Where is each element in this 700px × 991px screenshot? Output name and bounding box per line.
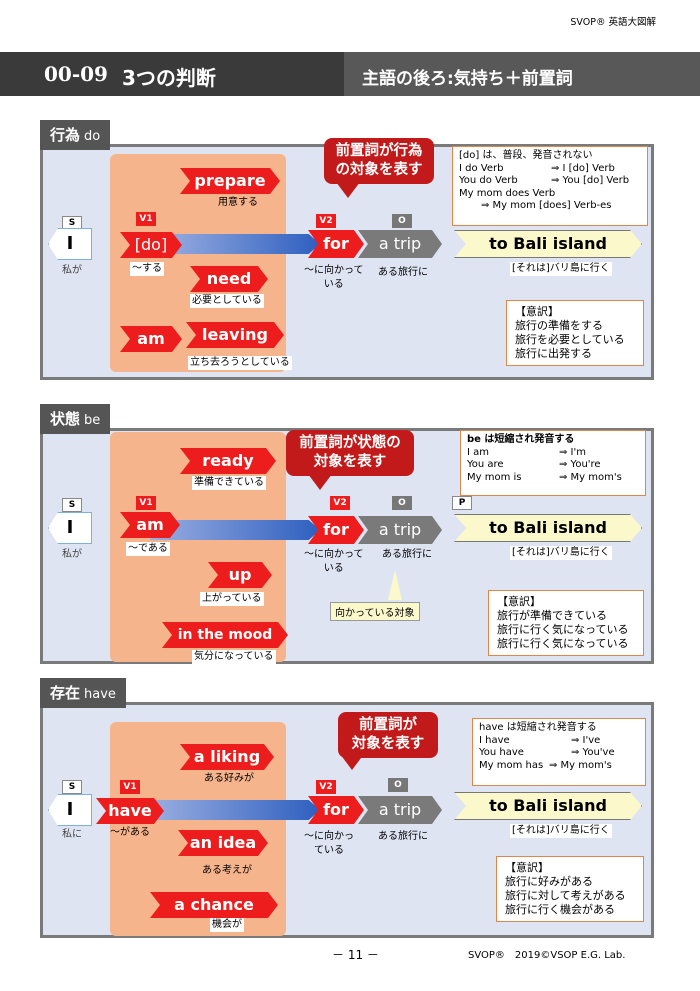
label-v1: V1 — [136, 496, 156, 510]
option-prepare: prepare — [180, 168, 280, 194]
callout-tail — [308, 474, 332, 490]
lesson-title: 3つの判断 — [122, 66, 216, 90]
callout: 前置詞が状態の 対象を表す — [286, 430, 414, 476]
flow-arrow — [150, 520, 320, 540]
subject: I — [48, 794, 92, 826]
callout-tail — [336, 182, 360, 198]
option-in-the-mood: in the mood — [162, 622, 288, 648]
option-prepare-jp: 用意する — [218, 197, 258, 208]
option-leaving: leaving — [186, 322, 284, 348]
callout: 前置詞が行為 の対象を表す — [324, 138, 434, 184]
subject-jp: 私が — [62, 549, 82, 560]
meaning-box: 【意訳】 旅行が準備できている 旅行に行く気になっている 旅行に行く気になってい… — [488, 590, 644, 656]
label-s: S — [62, 498, 82, 512]
destination: to Bali island — [454, 230, 642, 258]
option-up-jp: 上がっている — [200, 592, 264, 606]
verb-do: [do] — [120, 232, 182, 258]
destination-jp: [それは]バリ島に行く — [510, 262, 612, 276]
copyright: SVOP® 2019©VSOP E.G. Lab. — [468, 950, 626, 961]
label-s: S — [62, 780, 82, 794]
label-p: P — [452, 496, 472, 510]
subject-jp: 私が — [62, 265, 82, 276]
lesson-subtitle: 主語の後ろ:気持ち＋前置詞 — [362, 69, 573, 89]
callout: 前置詞が 対象を表す — [338, 712, 438, 758]
object-trip: a trip — [358, 516, 442, 544]
verb-jp: 〜する — [130, 262, 164, 276]
option-need: need — [190, 266, 268, 292]
option-need-jp: 必要としている — [190, 294, 264, 308]
verb-jp: 〜である — [126, 542, 170, 556]
prep-jp: 〜に向かって いる — [304, 549, 364, 574]
pronunciation-note: be は短縮され発音する I am⇒ I'm You are⇒ You're M… — [460, 430, 646, 496]
meaning-box: 【意訳】 旅行の準備をする 旅行を必要としている 旅行に出発する — [506, 300, 644, 366]
flow-arrow — [150, 800, 320, 820]
meaning-box: 【意訳】 旅行に好みがある 旅行に対して考えがある 旅行に行く機会がある — [496, 856, 644, 922]
object-jp: ある旅行に — [378, 267, 428, 278]
label-v1: V1 — [120, 780, 140, 794]
object-trip: a trip — [358, 796, 442, 824]
option-an-idea-jp: ある考えが — [202, 865, 252, 876]
label-v2: V2 — [316, 780, 336, 794]
destination-jp: [それは]バリ島に行く — [510, 824, 612, 838]
pronunciation-note: [do] は、普段、発音されない I do Verb⇒ I [do] Verb … — [452, 146, 648, 226]
am-label: am — [120, 326, 182, 352]
flow-arrow — [160, 234, 320, 254]
option-a-chance: a chance — [150, 892, 278, 918]
object-jp: ある旅行に — [382, 549, 432, 560]
destination-jp: [それは]バリ島に行く — [510, 546, 612, 560]
lesson-code: 00-09 — [44, 62, 108, 86]
option-ready-jp: 準備できている — [192, 476, 266, 490]
prep-jp: 〜に向かっ ている — [304, 831, 354, 856]
option-leaving-jp: 立ち去ろうとしている — [188, 356, 292, 370]
destination: to Bali island — [454, 514, 642, 542]
object-jp: ある旅行に — [378, 831, 428, 842]
option-in-the-mood-jp: 気分になっている — [192, 650, 276, 664]
brand-label: SVOP® 英語大図解 — [570, 17, 656, 28]
title-banner: 00-09 3つの判断 主語の後ろ:気持ち＋前置詞 — [0, 52, 700, 96]
pronunciation-note: have は短縮され発音する I have⇒ I've You have⇒ Yo… — [472, 718, 646, 786]
option-an-idea: an idea — [178, 830, 268, 856]
target-note: 向かっている対象 — [330, 602, 420, 621]
label-o: O — [388, 778, 408, 792]
option-a-liking: a liking — [180, 744, 274, 770]
option-a-chance-jp: 機会が — [210, 918, 244, 932]
label-v1: V1 — [136, 212, 156, 226]
subject-jp: 私に — [62, 829, 82, 840]
option-a-liking-jp: ある好みが — [204, 773, 254, 784]
subject: I — [48, 228, 92, 260]
verb-have: have — [96, 798, 164, 824]
label-s: S — [62, 216, 82, 230]
prep-jp: 〜に向かって いる — [304, 265, 364, 290]
label-v2: V2 — [316, 214, 336, 228]
page-number: － 11 － — [332, 948, 379, 962]
label-o: O — [392, 214, 412, 228]
subject: I — [48, 512, 92, 544]
destination: to Bali island — [454, 792, 642, 820]
option-up: up — [208, 562, 272, 588]
banner-left: 00-09 3つの判断 — [0, 52, 344, 96]
label-o: O — [392, 496, 412, 510]
option-ready: ready — [180, 448, 276, 474]
callout-tail — [340, 754, 364, 770]
verb-jp: 〜がある — [110, 827, 150, 838]
label-v2: V2 — [330, 496, 350, 510]
object-trip: a trip — [358, 230, 442, 258]
verb-am: am — [120, 512, 180, 538]
target-note-pointer — [388, 570, 402, 600]
